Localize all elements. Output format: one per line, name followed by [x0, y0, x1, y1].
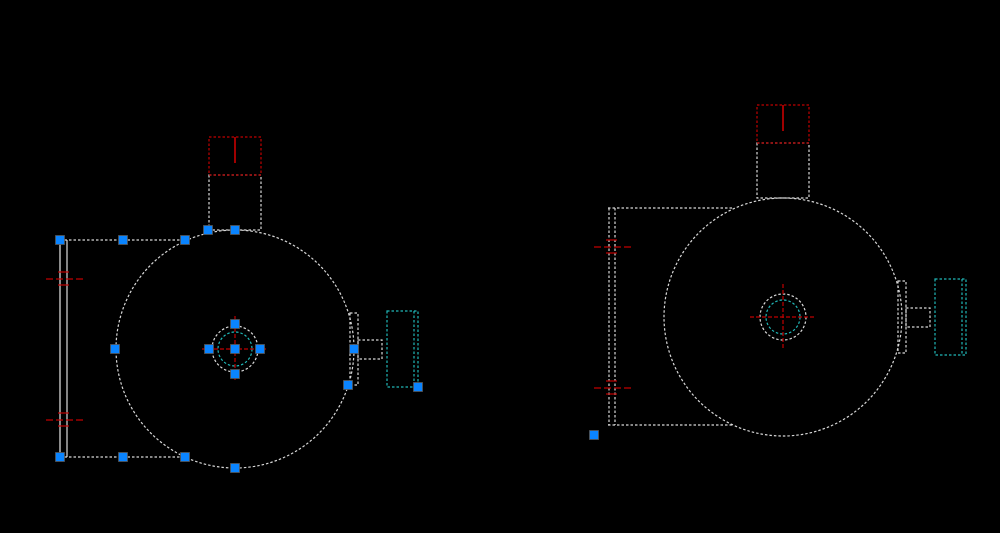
grip-handle[interactable] — [180, 452, 190, 462]
grip-handle[interactable] — [230, 225, 240, 235]
grip-handle[interactable] — [180, 235, 190, 245]
grip-handle[interactable] — [349, 344, 359, 354]
grip-handle[interactable] — [110, 344, 120, 354]
grip-handle[interactable] — [589, 430, 599, 440]
grip-handle[interactable] — [55, 452, 65, 462]
outlet-stub — [208, 174, 262, 231]
front-view-selected[interactable] — [46, 136, 423, 473]
grip-handle[interactable] — [255, 344, 265, 354]
side-pipe — [905, 307, 931, 328]
grip-handle[interactable] — [230, 463, 240, 473]
grip-handle[interactable] — [203, 225, 213, 235]
body-circle — [663, 197, 903, 437]
outlet-stub — [756, 142, 810, 199]
side-flange — [897, 280, 907, 354]
motor-housing — [386, 310, 419, 388]
grip-handle[interactable] — [204, 344, 214, 354]
grip-handle[interactable] — [413, 382, 423, 392]
grip-handle[interactable] — [230, 344, 240, 354]
side-pipe — [357, 339, 383, 360]
front-view-copy[interactable] — [594, 104, 967, 437]
grip-handle[interactable] — [118, 452, 128, 462]
grip-handle[interactable] — [230, 369, 240, 379]
grip-handle[interactable] — [55, 235, 65, 245]
grip-handle[interactable] — [230, 319, 240, 329]
grip-handle[interactable] — [118, 235, 128, 245]
motor-housing — [934, 278, 967, 356]
grip-handle[interactable] — [343, 380, 353, 390]
